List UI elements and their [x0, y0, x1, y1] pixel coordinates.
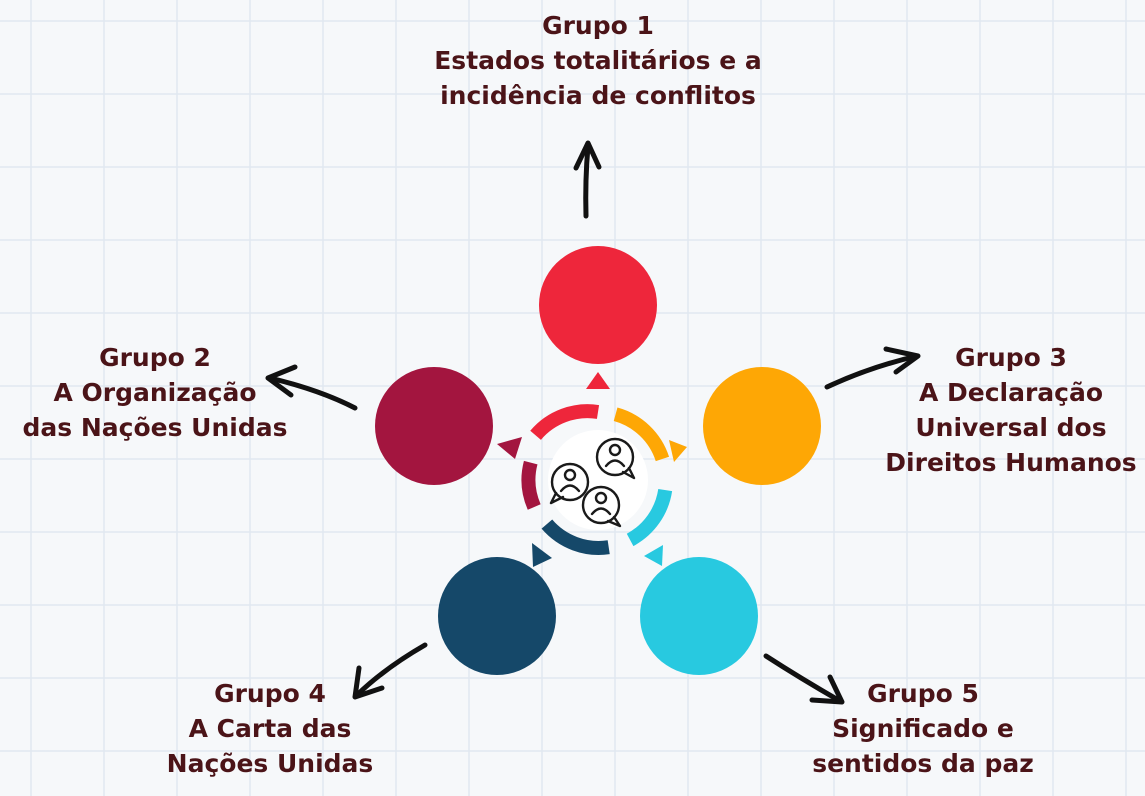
ring-segment-3 — [613, 407, 670, 462]
group-1-line-2: incidência de conflitos — [440, 81, 756, 110]
group-4-title: Grupo 4 — [214, 679, 326, 708]
group-2-line-1: A Organização — [53, 378, 257, 407]
ring-arrowhead-2 — [497, 437, 522, 459]
ring-segment-2 — [521, 460, 541, 510]
group-4-circle — [438, 557, 556, 675]
group-5-label: Grupo 5 Significado e sentidos da paz — [778, 676, 1068, 781]
group-1-circle — [539, 246, 657, 364]
ring-segment-4 — [541, 519, 610, 555]
ring-arrowhead-3 — [669, 440, 687, 462]
people-chat-icon — [548, 430, 648, 530]
group-4-line-1: A Carta das — [188, 714, 352, 743]
group-2-circle — [375, 367, 493, 485]
group-4-line-2: Nações Unidas — [166, 749, 374, 778]
ring-arrowhead-4 — [532, 543, 552, 567]
ring-arrowhead-1 — [586, 372, 610, 389]
ring-arrowhead-5 — [644, 545, 663, 566]
group-1-line-1: Estados totalitários e a — [434, 46, 762, 75]
group-5-line-2: sentidos da paz — [812, 749, 1034, 778]
group-3-line-3: Direitos Humanos — [885, 448, 1137, 477]
group-3-line-2: Universal dos — [915, 413, 1107, 442]
ring-segment-5 — [626, 488, 673, 547]
group-2-title: Grupo 2 — [99, 343, 211, 372]
group-5-circle — [640, 557, 758, 675]
arrow-to-group-4 — [352, 642, 428, 700]
group-3-label: Grupo 3 A Declaração Universal dos Direi… — [878, 340, 1144, 480]
group-5-title: Grupo 5 — [867, 679, 979, 708]
group-3-line-1: A Declaração — [918, 378, 1104, 407]
arrow-to-group-2 — [265, 364, 358, 411]
group-4-label: Grupo 4 A Carta das Nações Unidas — [120, 676, 420, 781]
group-1-label: Grupo 1 Estados totalitários e a incidên… — [398, 8, 798, 113]
arrow-to-group-3 — [824, 346, 921, 390]
group-5-line-1: Significado e — [832, 714, 1014, 743]
group-2-line-2: das Nações Unidas — [22, 413, 288, 442]
group-1-title: Grupo 1 — [542, 11, 654, 40]
group-3-circle — [703, 367, 821, 485]
arrow-to-group-5 — [763, 653, 845, 705]
ring-segment-1 — [530, 404, 600, 441]
arrow-to-group-1 — [573, 140, 602, 219]
group-3-title: Grupo 3 — [955, 343, 1067, 372]
group-2-label: Grupo 2 A Organização das Nações Unidas — [0, 340, 310, 445]
